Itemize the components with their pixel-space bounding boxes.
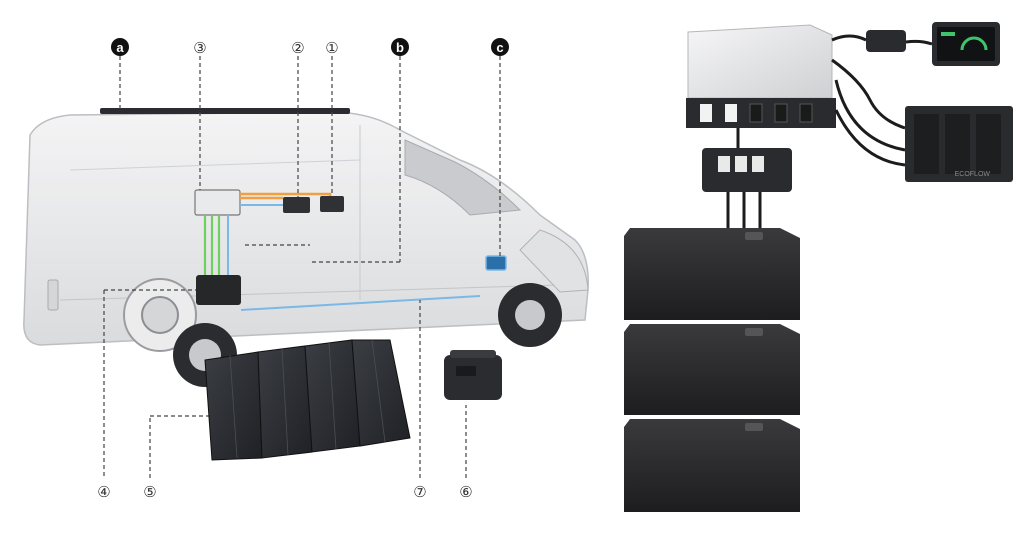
dc-adapter	[866, 30, 906, 52]
orange-cable	[240, 192, 332, 200]
callout-b: b	[391, 38, 409, 56]
blue-cable	[240, 295, 481, 311]
distribution-block	[702, 148, 792, 192]
callout-7: ⑦	[413, 484, 426, 501]
rear-wheel-icon	[123, 278, 197, 352]
portable-solar-panel	[204, 339, 411, 461]
svg-text:a: a	[116, 40, 124, 55]
leader-lines	[103, 56, 501, 478]
smart-meter	[283, 197, 310, 213]
callout-3: ③	[193, 40, 206, 57]
alternator-charger-box: ECOFLOW	[905, 106, 1013, 182]
svg-text:b: b	[396, 40, 404, 55]
smart-monitor	[932, 22, 1000, 66]
callout-6: ⑥	[459, 484, 472, 501]
product-stack: ECOFLOW	[624, 22, 1013, 512]
power-hub-unit	[194, 189, 241, 216]
callout-1: ①	[325, 40, 338, 57]
battery-1	[624, 228, 800, 320]
portable-power-station	[444, 350, 502, 400]
callout-4: ④	[97, 484, 110, 501]
battery-module	[196, 275, 241, 305]
power-hub	[686, 24, 836, 128]
van	[23, 108, 589, 387]
callout-c: c	[491, 38, 509, 56]
brand-mark-charger: ECOFLOW	[955, 171, 991, 178]
dc-unit	[320, 196, 344, 212]
front-wheel-icon	[498, 283, 562, 347]
callout-2: ②	[291, 40, 304, 57]
green-cable	[203, 215, 221, 275]
callout-a: a	[111, 38, 129, 56]
battery-2	[624, 324, 800, 415]
van-components	[194, 189, 507, 311]
hub-cables	[726, 34, 933, 232]
alternator-charger	[485, 255, 507, 271]
svg-text:c: c	[496, 40, 503, 55]
battery-3	[624, 419, 800, 512]
callout-5: ⑤	[143, 484, 156, 501]
roof-solar-panel	[100, 108, 350, 114]
